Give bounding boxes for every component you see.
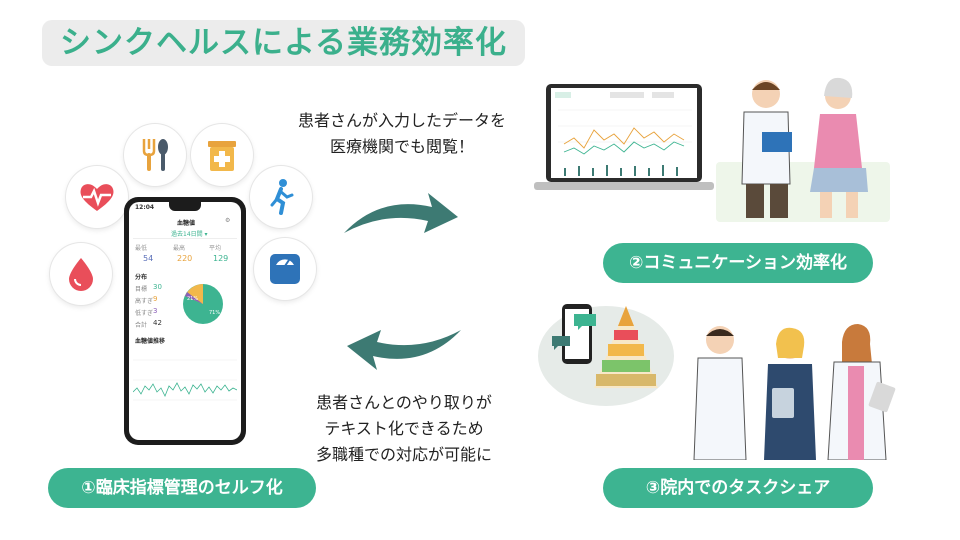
pie-label-high: 21% [187, 296, 199, 302]
chat-food-pyramid-illustration [538, 304, 674, 406]
doctor-patient-illustration [716, 77, 890, 222]
arrow-left-icon [347, 330, 461, 370]
stats-header-max: 最高 [173, 245, 186, 252]
divider [133, 238, 237, 239]
settings-icon[interactable]: ⚙ [225, 217, 231, 224]
phone-time: 12:04 [135, 204, 155, 211]
trend-chart [133, 359, 237, 401]
utensils-icon [124, 124, 186, 186]
period-selector[interactable]: 過去14日間 ▾ [171, 231, 208, 238]
dist-value-total: 42 [153, 319, 162, 327]
bottom-caption-line-3: 多職種での対応が可能に [315, 445, 492, 464]
dist-value-target: 30 [153, 283, 162, 291]
stats-header-min: 最低 [135, 245, 148, 252]
page-title: シンクヘルスによる業務効率化 [59, 25, 508, 61]
walking-icon [250, 166, 312, 228]
top-caption: 患者さんが入力したデータを 医療機関でも閲覧！ [272, 108, 532, 160]
pie-label-target: 71% [209, 310, 221, 316]
arrow-right-icon [344, 193, 458, 233]
bottom-caption-line-2: テキスト化できるため [324, 419, 484, 438]
medical-staff-illustration [693, 324, 896, 460]
phone-screen-title: 血糖値 [177, 220, 196, 227]
distribution-title: 分布 [135, 274, 148, 281]
dist-value-high: 9 [153, 295, 158, 303]
dist-label-total: 合計 [135, 322, 148, 329]
bottom-caption: 患者さんとのやり取りが テキスト化できるため 多職種での対応が可能に [284, 390, 524, 468]
label-task-share: ③院内でのタスクシェア [603, 468, 873, 508]
dist-label-high: 高すぎ [135, 298, 154, 305]
scale-icon [254, 238, 316, 300]
blood-drop-icon [50, 243, 112, 305]
stats-header-avg: 平均 [209, 245, 222, 252]
trend-title: 血糖値推移 [135, 338, 166, 345]
phone-screen: 12:04 血糖値 ⚙ 過去14日間 ▾ 最低 最高 平均 54 220 129… [129, 202, 241, 440]
top-caption-line-2: 医療機関でも閲覧！ [329, 137, 474, 156]
bottom-caption-line-1: 患者さんとのやり取りが [316, 393, 492, 412]
stats-max-value: 220 [177, 254, 193, 263]
dist-label-low: 低すぎ [135, 310, 154, 317]
distribution-pie [183, 284, 223, 324]
dist-label-target: 目標 [135, 286, 148, 293]
medicine-box-icon [191, 124, 253, 186]
stats-avg-value: 129 [213, 254, 229, 263]
laptop-illustration [534, 82, 714, 198]
heart-rate-icon [66, 166, 128, 228]
label-communication: ②コミュニケーション効率化 [603, 243, 873, 283]
top-caption-line-1: 患者さんが入力したデータを [297, 111, 506, 130]
title-banner: シンクヘルスによる業務効率化 [42, 20, 525, 66]
label-self-management: ①臨床指標管理のセルフ化 [48, 468, 316, 508]
dist-value-low: 3 [153, 307, 158, 315]
phone-notch [169, 202, 201, 211]
smartphone-mockup: 12:04 血糖値 ⚙ 過去14日間 ▾ 最低 最高 平均 54 220 129… [124, 197, 246, 445]
stats-min-value: 54 [143, 254, 154, 263]
